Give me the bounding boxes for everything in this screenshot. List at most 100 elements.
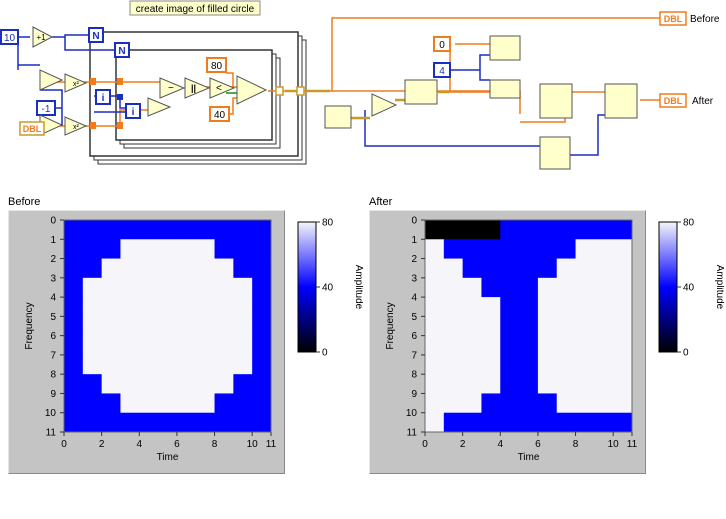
heatmap-cell: [443, 393, 464, 414]
heatmap-cell: [575, 374, 595, 394]
heatmap-cell: [556, 239, 576, 259]
colorbar-tick-label: 40: [683, 283, 695, 294]
heatmap-cell: [120, 277, 140, 298]
heatmap-cell: [195, 277, 215, 298]
y-tick-label: 2: [50, 254, 56, 265]
heatmap-cell: [537, 354, 558, 375]
tunnel-out-inner: [275, 86, 284, 96]
heatmap-cell: [613, 316, 633, 337]
heatmap-cell: [120, 258, 140, 279]
y-tick-label: 1: [50, 235, 56, 246]
heatmap-cell: [252, 393, 272, 414]
heatmap-cell: [101, 239, 121, 259]
abs-node[interactable]: [184, 77, 211, 99]
heatmap-cell: [233, 374, 253, 394]
n-constant-value: 10: [4, 33, 16, 44]
heatmap-cell: [575, 412, 595, 433]
heatmap-cell: [101, 316, 121, 337]
x-tick-label: 11: [627, 439, 638, 450]
y-tick-label: 11: [407, 428, 418, 439]
array-size-node[interactable]: [371, 93, 398, 117]
transpose-node[interactable]: [324, 105, 352, 129]
array-subset-node[interactable]: [489, 79, 521, 99]
x-tick-label: 4: [136, 439, 142, 450]
heatmap-cell: [594, 335, 614, 356]
heatmap-cell: [64, 374, 84, 394]
colorbar[interactable]: [658, 221, 678, 353]
heatmap-cell: [64, 354, 84, 375]
c40-constant[interactable]: [209, 106, 230, 122]
array-wires: [285, 89, 450, 120]
x-tick-label: 10: [247, 439, 259, 450]
n-constant[interactable]: [0, 29, 19, 45]
heatmap-cell: [214, 297, 234, 317]
c0-constant[interactable]: [433, 36, 451, 52]
heatmap-cell: [214, 220, 234, 240]
heatmap-cell: [481, 258, 501, 279]
select-node[interactable]: [236, 75, 268, 105]
minus-one-constant[interactable]: [36, 100, 56, 116]
subtract-node[interactable]: [159, 77, 186, 99]
heatmap-cell: [500, 374, 520, 394]
colorbar-label: Amplitude: [714, 265, 724, 310]
heatmap-cell: [537, 393, 558, 414]
before-indicator[interactable]: [659, 11, 687, 26]
heatmap-cell: [575, 239, 595, 259]
x-tick-label: 8: [573, 439, 579, 450]
heatmap-cell: [519, 297, 539, 317]
heatmap-cell: [214, 258, 234, 279]
heatmap-cell: [462, 277, 482, 298]
c80-constant[interactable]: [206, 57, 227, 73]
replace-subset-node[interactable]: [489, 35, 521, 61]
heatmap-cell: [537, 258, 558, 279]
outer-count-terminal[interactable]: [88, 27, 104, 43]
heatmap-cell: [233, 277, 253, 298]
heatmap-cell: [233, 316, 253, 337]
heatmap-cell: [575, 277, 595, 298]
convert-node-1[interactable]: [39, 69, 64, 91]
x-tick-label: 6: [535, 439, 541, 450]
heatmap-cell: [556, 374, 576, 394]
heatmap-cell: [64, 316, 84, 337]
heatmap-cell: [462, 239, 482, 259]
heatmap-cell: [481, 220, 501, 240]
heatmap-cell: [82, 335, 103, 356]
heatmap-cell: [462, 393, 482, 414]
heatmap-cell: [613, 239, 633, 259]
heatmap-cell: [214, 374, 234, 394]
inner-index-terminal[interactable]: [125, 103, 141, 119]
inner-count-terminal[interactable]: [114, 42, 130, 58]
insert-array-node[interactable]: [604, 83, 638, 119]
square-node-2[interactable]: [64, 116, 88, 136]
y-tick-label: 1: [411, 235, 417, 246]
square-node-1[interactable]: [64, 73, 88, 93]
colorbar-tick-label: 80: [683, 218, 695, 229]
heatmap-cell: [233, 258, 253, 279]
increment-node[interactable]: [32, 26, 54, 48]
y-tick-label: 5: [50, 312, 56, 323]
colorbar[interactable]: [297, 221, 317, 353]
after-indicator[interactable]: [659, 93, 687, 108]
colorbar-tick-label: 0: [322, 348, 328, 359]
heatmap-cell: [575, 316, 595, 337]
heatmap-cell: [425, 258, 445, 279]
index-array-node[interactable]: [404, 79, 438, 105]
outer-index-label: i: [102, 93, 105, 104]
heatmap-cell: [82, 277, 103, 298]
x-tick-label: 0: [422, 439, 428, 450]
heatmap-cell: [537, 239, 558, 259]
heatmap-cell: [481, 239, 501, 259]
outer-index-terminal[interactable]: [95, 89, 111, 105]
heatmap-cell: [575, 297, 595, 317]
build-array-node[interactable]: [539, 83, 573, 119]
heatmap-cell: [82, 393, 103, 414]
reshape-node[interactable]: [539, 136, 571, 170]
c80-value: 80: [211, 61, 223, 72]
compare-node[interactable]: [209, 77, 236, 99]
dbl-control[interactable]: [19, 121, 45, 136]
c4-constant[interactable]: [433, 62, 451, 78]
colorbar-tick-label: 40: [322, 283, 334, 294]
convert-node-3[interactable]: [147, 97, 172, 117]
